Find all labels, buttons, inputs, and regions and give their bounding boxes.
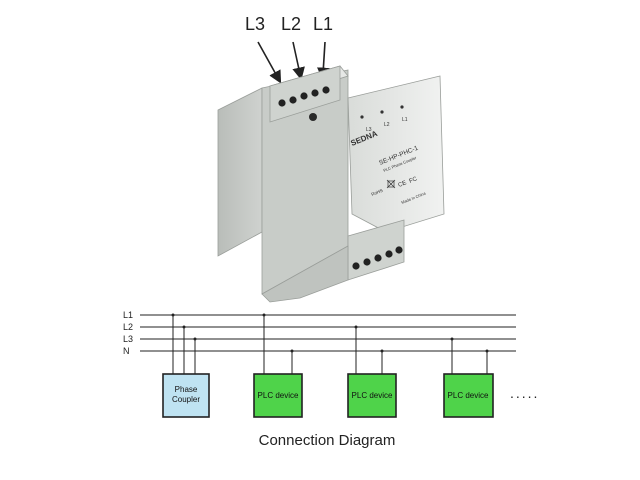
weee-bin-icon	[386, 179, 396, 189]
terminal-screw	[363, 258, 371, 266]
plc-device-3: PLC device	[443, 337, 494, 418]
terminal-screw	[289, 96, 297, 104]
bus-label-l3: L3	[123, 334, 133, 344]
terminal-screw	[322, 86, 330, 94]
plc-device-rect	[253, 373, 303, 418]
led-indicators: L3 L2 L1	[360, 105, 408, 133]
plc-device-1: PLC device	[253, 313, 303, 418]
terminal-screw	[395, 246, 403, 254]
phase-coupler-connections	[171, 313, 197, 374]
led-label-l2: L2	[384, 122, 390, 128]
phase-coupler-label-line2: Coupler	[172, 395, 200, 404]
side-port-hole	[309, 113, 317, 121]
device-base	[261, 245, 349, 303]
phase-callouts: L3 L2 L1	[245, 14, 333, 84]
bus-label-l1: L1	[123, 310, 133, 320]
more-devices-ellipsis: .....	[510, 385, 539, 401]
plc-device-rect	[443, 373, 494, 418]
bottom-screw-terminals	[352, 246, 403, 270]
terminal-screw	[352, 262, 360, 270]
arrow-l3	[257, 41, 282, 84]
plc-device-2: PLC device	[347, 325, 397, 418]
arrow-l2	[292, 41, 305, 81]
terminal-screw	[300, 92, 308, 100]
phase-label-l3: L3	[245, 14, 265, 34]
top-screw-terminals	[278, 86, 330, 107]
terminal-screw	[311, 89, 319, 97]
phase-label-l1: L1	[313, 14, 333, 34]
arrow-l1	[317, 41, 330, 81]
terminal-screw	[374, 254, 382, 262]
terminal-screw	[278, 99, 286, 107]
connection-diagram: L1 L2 L3 N Phase Coupler	[123, 310, 539, 449]
plc-device-label: PLC device	[448, 391, 489, 400]
led-label-l3: L3	[366, 127, 372, 133]
device-front-face	[347, 75, 445, 233]
terminal-screw	[385, 250, 393, 258]
phase-coupler-device: L3 L2 L1 SEDNA SE-HP-PHC-1 PLC Phase Cou…	[217, 65, 445, 303]
fcc-mark: FC	[409, 176, 419, 185]
device-rail-side	[217, 87, 263, 257]
plc-device-label: PLC device	[352, 391, 393, 400]
phase-coupler-rect	[162, 373, 210, 418]
ce-mark: CE	[398, 180, 408, 189]
led-label-l1: L1	[402, 117, 408, 123]
plc-device-rect	[347, 373, 397, 418]
phase-label-l2: L2	[281, 14, 301, 34]
plc-device-label: PLC device	[258, 391, 299, 400]
bus-label-l2: L2	[123, 322, 133, 332]
bus-label-n: N	[123, 346, 130, 356]
phase-coupler-label-line1: Phase	[175, 385, 198, 394]
diagram-caption: Connection Diagram	[259, 432, 396, 449]
phase-coupler-box: Phase Coupler	[162, 373, 210, 418]
rohs-mark: RoHS	[371, 188, 384, 197]
